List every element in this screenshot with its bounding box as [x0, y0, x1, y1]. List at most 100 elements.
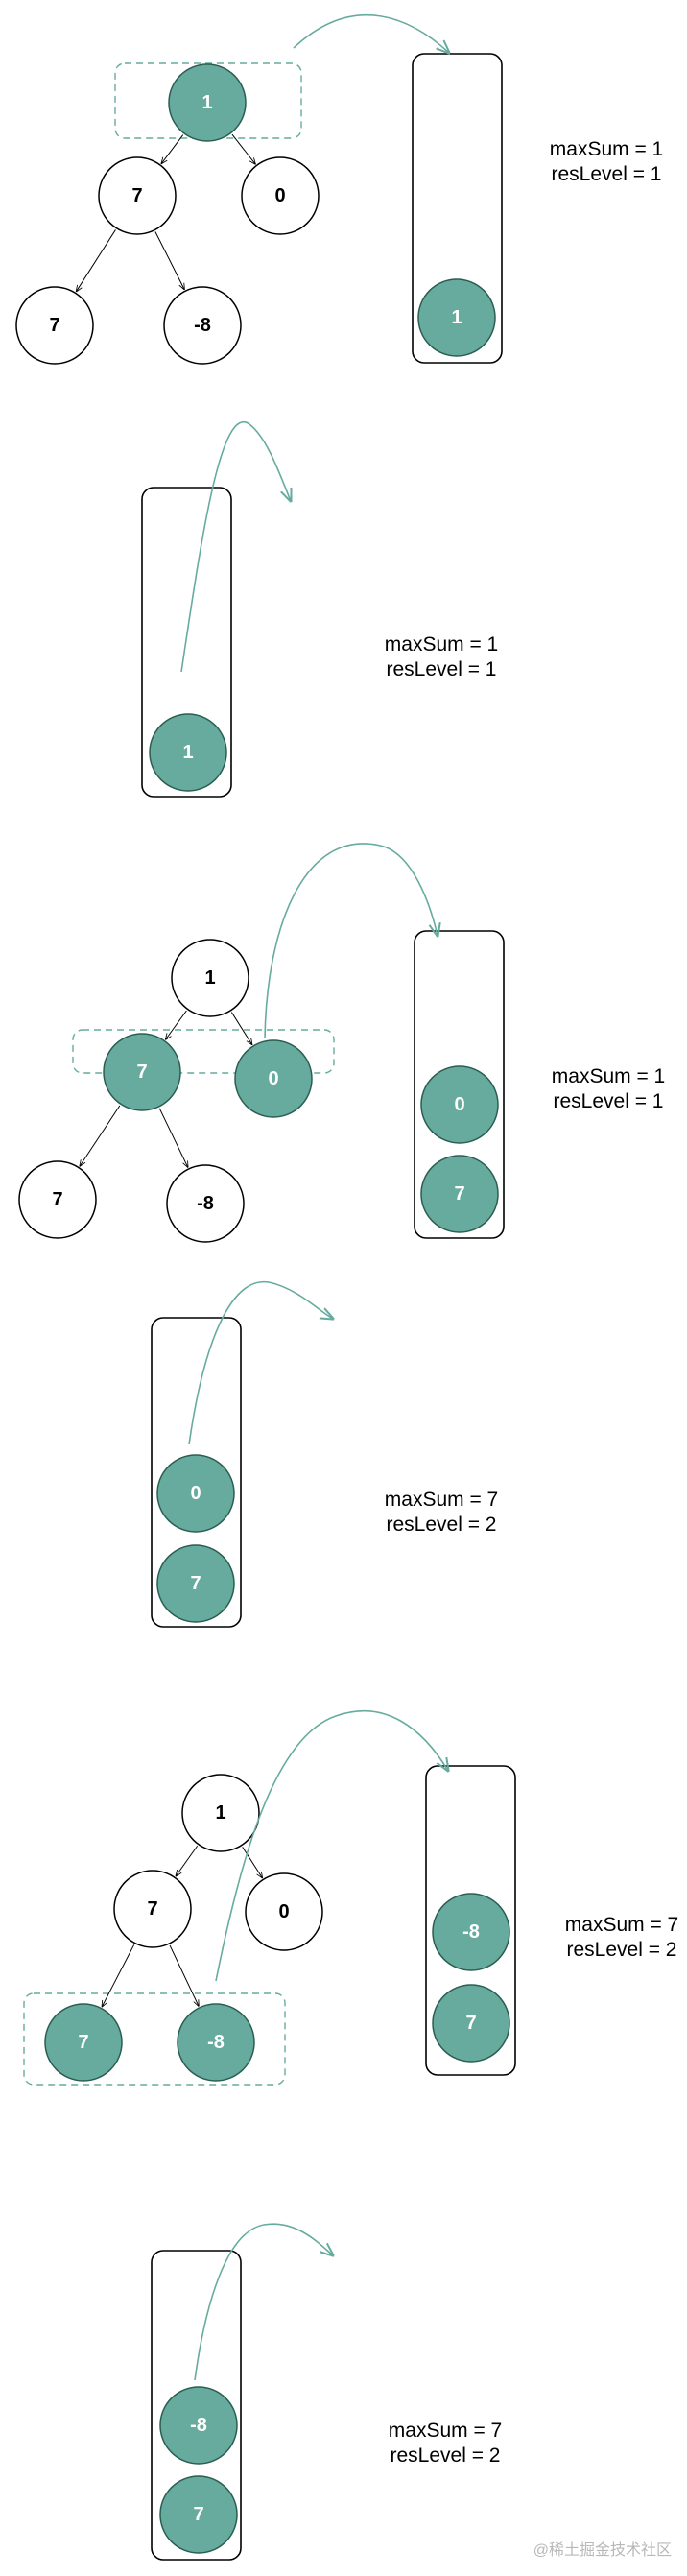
queue-item-circle [432, 1893, 510, 1971]
queue-item: 7 [420, 1155, 499, 1233]
max-sum-label: maxSum = 1 [550, 138, 663, 160]
tree-edge [161, 134, 184, 164]
queue-item-label: 0 [454, 1094, 464, 1115]
max-sum-label: maxSum = 1 [385, 633, 498, 656]
tree-node-circle [103, 1033, 181, 1111]
max-sum-label: maxSum = 7 [565, 1914, 678, 1936]
queue-item-label: 7 [190, 1573, 201, 1594]
queue-item-label: -8 [190, 2415, 207, 2436]
queue-container [425, 1765, 516, 2076]
current-level-box [72, 1029, 335, 1074]
tree-edge [154, 231, 184, 290]
queue-item-circle [156, 1544, 235, 1623]
tree-node: 1 [168, 63, 247, 142]
queue-item-label: 1 [182, 742, 193, 763]
tree-node-label: 7 [78, 2032, 88, 2053]
queue-container [151, 1317, 242, 1628]
tree-node-circle [168, 63, 247, 142]
tree-node-circle [113, 1870, 192, 1948]
panel-6: -8 7 maxSum = 7 resLevel = 2 [151, 2223, 502, 2561]
queue-item-circle [159, 2475, 238, 2554]
tree-node-circle [18, 1160, 97, 1239]
tree-node: 1 [171, 939, 249, 1017]
transition-arrow [293, 13, 449, 53]
tree-edge [102, 1944, 135, 2006]
tree-node: 7 [113, 1870, 192, 1948]
tree-node-label: -8 [207, 2032, 225, 2053]
tree-node: 7 [103, 1033, 181, 1111]
queue-item-label: 7 [465, 2013, 476, 2034]
tree-node-label: 0 [268, 1068, 278, 1089]
tree-node: -8 [166, 1164, 245, 1243]
transition-arrow [194, 2223, 333, 2381]
tree-node-circle [181, 1774, 260, 1852]
queue-item-label: -8 [462, 1921, 480, 1943]
tree-edge [80, 1105, 121, 1166]
tree-edge [77, 229, 116, 291]
tree-node-circle [241, 156, 320, 235]
queue-item-circle [420, 1155, 499, 1233]
tree-node-label: 1 [201, 92, 212, 113]
queue-item-label: 7 [454, 1183, 464, 1205]
tree-node: 0 [241, 156, 320, 235]
queue-item: 7 [432, 1984, 510, 2063]
tree-node-circle [171, 939, 249, 1017]
panel-1: 1 7 0 7 -8 1 maxSum = 1 resLevel = 1 [15, 13, 663, 365]
tree-node-circle [166, 1164, 245, 1243]
panel-3: 1 7 0 7 -8 0 7 maxSum = 1 resLevel = 1 [18, 843, 665, 1243]
transition-arrow [215, 1710, 448, 1982]
tree-node-label: 7 [136, 1061, 147, 1083]
tree-edge [230, 1012, 251, 1045]
tree-node-label: 0 [278, 1901, 289, 1922]
transition-arrow [180, 421, 291, 673]
tree-node-label: 7 [52, 1189, 62, 1210]
tree-node-circle [163, 286, 242, 365]
queue-item-circle [420, 1065, 499, 1144]
tree-node: 0 [234, 1039, 313, 1118]
tree-node: 7 [44, 2003, 123, 2082]
tree-node-label: -8 [194, 315, 211, 336]
watermark: @稀土掘金技术社区 [533, 2541, 672, 2559]
transition-arrow [264, 843, 438, 1039]
queue-container [412, 53, 503, 364]
res-level-label: resLevel = 2 [387, 1514, 497, 1536]
tree-node-label: 1 [215, 1802, 225, 1824]
tree-node: 7 [18, 1160, 97, 1239]
tree-node-circle [177, 2003, 255, 2082]
tree-node: 7 [98, 156, 177, 235]
tree-edge [242, 1847, 263, 1877]
tree-node-circle [245, 1872, 323, 1951]
tree-node-label: 7 [131, 185, 142, 206]
queue-item-circle [149, 713, 227, 792]
tree-node-label: -8 [197, 1193, 214, 1214]
queue-item-circle [417, 278, 496, 357]
tree-node: 0 [245, 1872, 323, 1951]
res-level-label: resLevel = 2 [391, 2445, 501, 2467]
res-level-label: resLevel = 1 [554, 1090, 664, 1112]
transition-arrow [188, 1281, 333, 1445]
queue-item: -8 [432, 1893, 510, 1971]
queue-item: 0 [420, 1065, 499, 1144]
tree-node: -8 [163, 286, 242, 365]
tree-node-circle [234, 1039, 313, 1118]
queue-item-circle [156, 1454, 235, 1533]
max-sum-label: maxSum = 1 [552, 1065, 665, 1087]
res-level-label: resLevel = 1 [552, 163, 662, 185]
queue-item: 7 [159, 2475, 238, 2554]
tree-edge [176, 1845, 199, 1876]
queue-item-label: 1 [451, 307, 462, 328]
tree-node: 7 [15, 286, 94, 365]
queue-item-label: 0 [190, 1483, 201, 1504]
queue-item-label: 7 [193, 2504, 203, 2525]
queue-container [151, 2250, 242, 2561]
tree-node-label: 0 [274, 185, 285, 206]
max-sum-label: maxSum = 7 [389, 2420, 502, 2442]
queue-item: 7 [156, 1544, 235, 1623]
queue-item: 1 [149, 713, 227, 792]
queue-item-circle [159, 2386, 238, 2465]
queue-item: 1 [417, 278, 496, 357]
